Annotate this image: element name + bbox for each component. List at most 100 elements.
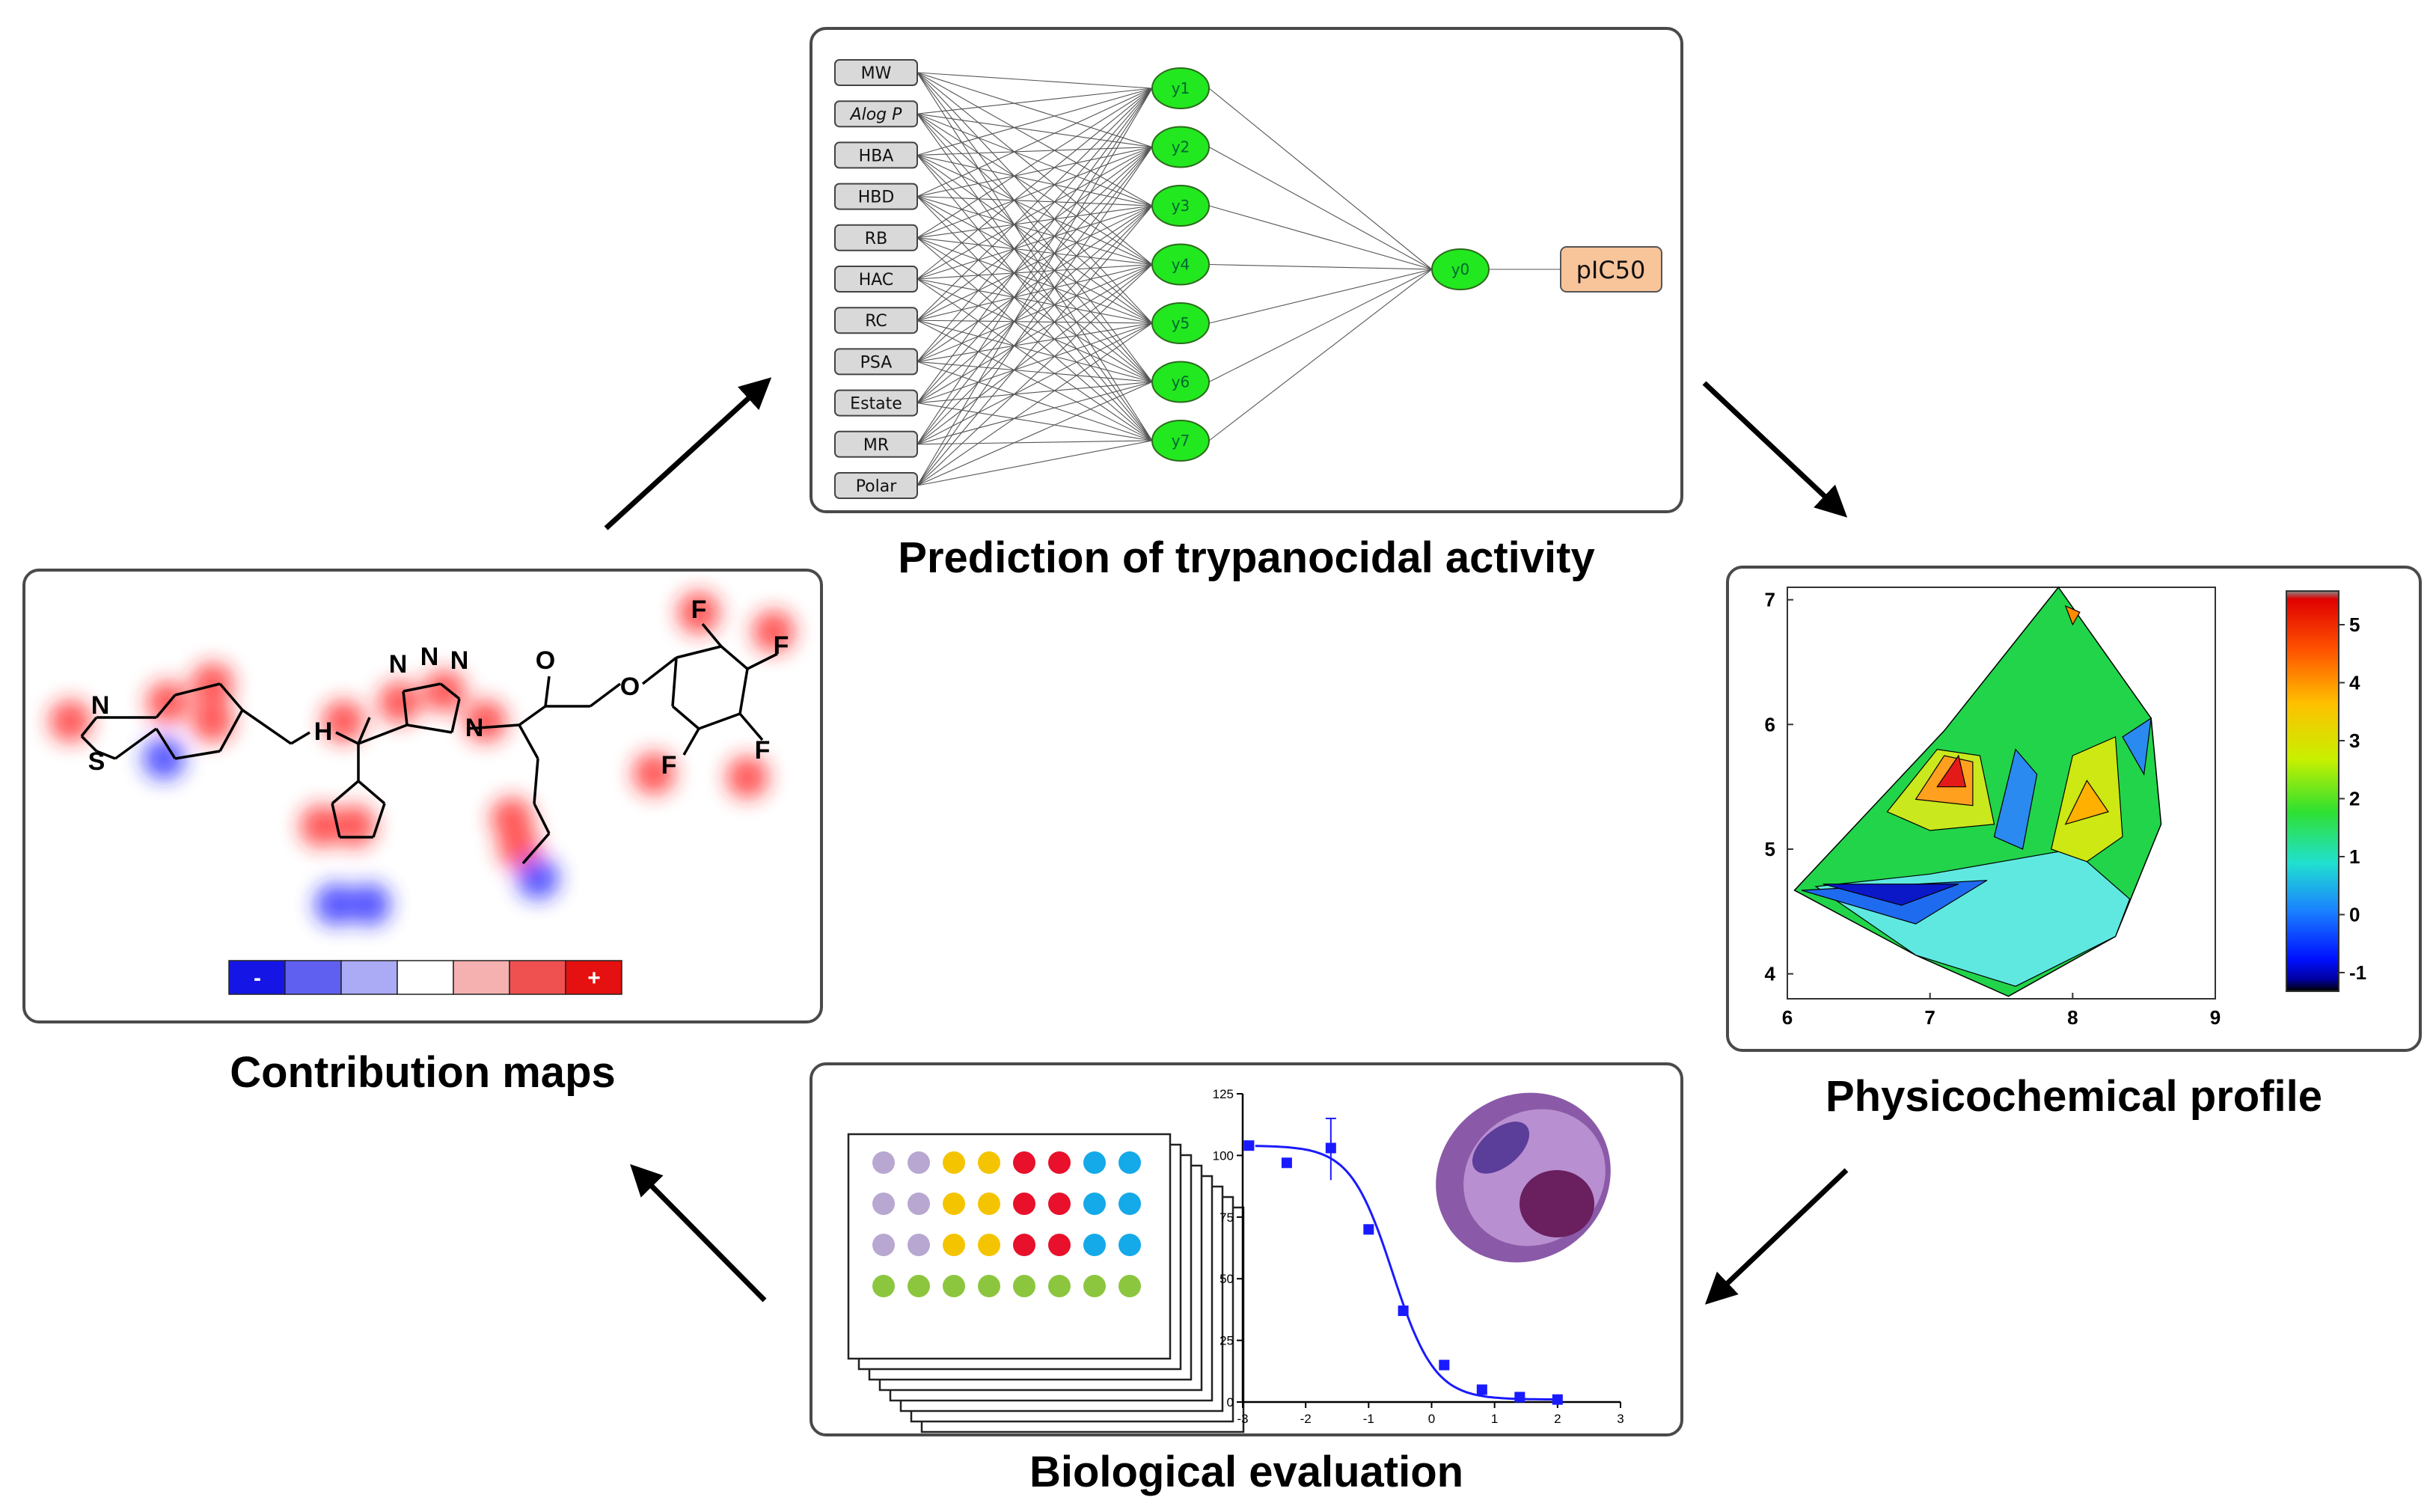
y-tick-label: 100 bbox=[1213, 1148, 1234, 1163]
connection bbox=[916, 113, 1153, 265]
plate-well bbox=[943, 1151, 965, 1174]
connection bbox=[916, 381, 1153, 404]
plate-well bbox=[1013, 1275, 1035, 1297]
colorbar-tick-label: -1 bbox=[2349, 961, 2366, 984]
input-label: PSA bbox=[860, 353, 893, 372]
atom-label: N bbox=[420, 643, 439, 671]
bond bbox=[218, 682, 244, 711]
y-tick-label: 25 bbox=[1219, 1334, 1234, 1348]
bond bbox=[676, 645, 722, 659]
connection bbox=[916, 263, 1153, 280]
connection bbox=[916, 88, 1153, 445]
input-node bbox=[834, 183, 918, 210]
scale-label-negative: - bbox=[254, 966, 261, 991]
contribution-highlights bbox=[49, 592, 795, 925]
bond bbox=[533, 803, 551, 834]
bond bbox=[544, 676, 551, 707]
connection bbox=[916, 72, 1153, 382]
y-tick-label: 125 bbox=[1213, 1087, 1234, 1101]
connection bbox=[916, 205, 1153, 239]
plate-well bbox=[978, 1151, 1000, 1174]
plate-well bbox=[908, 1193, 930, 1215]
data-point bbox=[1476, 1384, 1487, 1395]
y-tick-label: 6 bbox=[1765, 713, 1775, 735]
atom-label: F bbox=[661, 751, 677, 780]
bond bbox=[96, 750, 116, 760]
y-tick-label: 4 bbox=[1765, 963, 1776, 985]
connection bbox=[916, 88, 1153, 280]
plate-well bbox=[1118, 1275, 1141, 1297]
x-tick-label: -3 bbox=[1237, 1412, 1248, 1426]
input-node bbox=[834, 348, 918, 376]
contribution-spot bbox=[49, 700, 91, 742]
bond bbox=[358, 723, 408, 745]
plate-well bbox=[978, 1234, 1000, 1256]
connection bbox=[916, 154, 1153, 206]
contribution-spot bbox=[300, 805, 342, 847]
bond bbox=[406, 723, 453, 734]
plate-well bbox=[1048, 1193, 1071, 1215]
colorbar-tick-label: 5 bbox=[2349, 613, 2360, 636]
data-point bbox=[1398, 1306, 1409, 1317]
scale-cell bbox=[509, 960, 566, 995]
caption-contribution: Contribution maps bbox=[230, 1048, 616, 1097]
connection bbox=[916, 361, 1153, 383]
data-point bbox=[1281, 1157, 1292, 1169]
arrow-to-physicochemical bbox=[1702, 381, 1848, 518]
plate-well bbox=[1118, 1193, 1141, 1215]
connection bbox=[916, 88, 1153, 114]
connection bbox=[916, 263, 1153, 362]
connection bbox=[916, 113, 1153, 206]
hidden-label: y3 bbox=[1172, 197, 1190, 215]
input-node bbox=[834, 472, 918, 499]
contribution-spot bbox=[379, 682, 420, 723]
connection bbox=[916, 205, 1153, 486]
output-box bbox=[1560, 246, 1662, 293]
connection bbox=[916, 113, 1153, 324]
input-node bbox=[834, 59, 918, 86]
bond bbox=[518, 724, 539, 759]
bond bbox=[521, 832, 551, 865]
contour-band bbox=[1936, 754, 1967, 788]
connection bbox=[916, 88, 1153, 156]
connection bbox=[1208, 147, 1433, 270]
atom-label: O bbox=[620, 673, 640, 701]
plate-well bbox=[908, 1275, 930, 1297]
scale-cell bbox=[340, 960, 398, 995]
connection bbox=[1208, 269, 1433, 382]
x-tick-label: 2 bbox=[1554, 1412, 1561, 1426]
atom-label: N bbox=[465, 714, 484, 742]
connection bbox=[916, 361, 1153, 441]
contour-band bbox=[2122, 717, 2152, 776]
plate-well bbox=[1013, 1234, 1035, 1256]
colorbar-tick-label: 4 bbox=[2349, 672, 2360, 694]
plate-well bbox=[908, 1234, 930, 1256]
plate-well bbox=[1118, 1151, 1141, 1174]
arrow-to-prediction bbox=[604, 377, 772, 530]
connection bbox=[916, 319, 1153, 383]
parasite-nucleus bbox=[1520, 1170, 1594, 1237]
connection bbox=[1208, 269, 1433, 324]
connection bbox=[916, 237, 1153, 324]
bond bbox=[174, 750, 221, 760]
input-node bbox=[834, 100, 918, 128]
connection bbox=[1208, 205, 1433, 270]
input-node bbox=[834, 307, 918, 334]
contribution-spot bbox=[498, 827, 540, 869]
input-label: HBA bbox=[859, 147, 894, 165]
atom-label: N bbox=[91, 691, 110, 720]
data-point bbox=[1514, 1392, 1525, 1403]
plate-well bbox=[1083, 1193, 1106, 1215]
plate-well bbox=[872, 1275, 895, 1297]
connection bbox=[1208, 269, 1433, 441]
contour-band bbox=[1993, 748, 2038, 850]
connection bbox=[916, 381, 1153, 486]
bond bbox=[738, 668, 749, 714]
connection bbox=[916, 278, 1153, 441]
bond bbox=[372, 803, 386, 838]
input-label: MR bbox=[863, 436, 889, 455]
